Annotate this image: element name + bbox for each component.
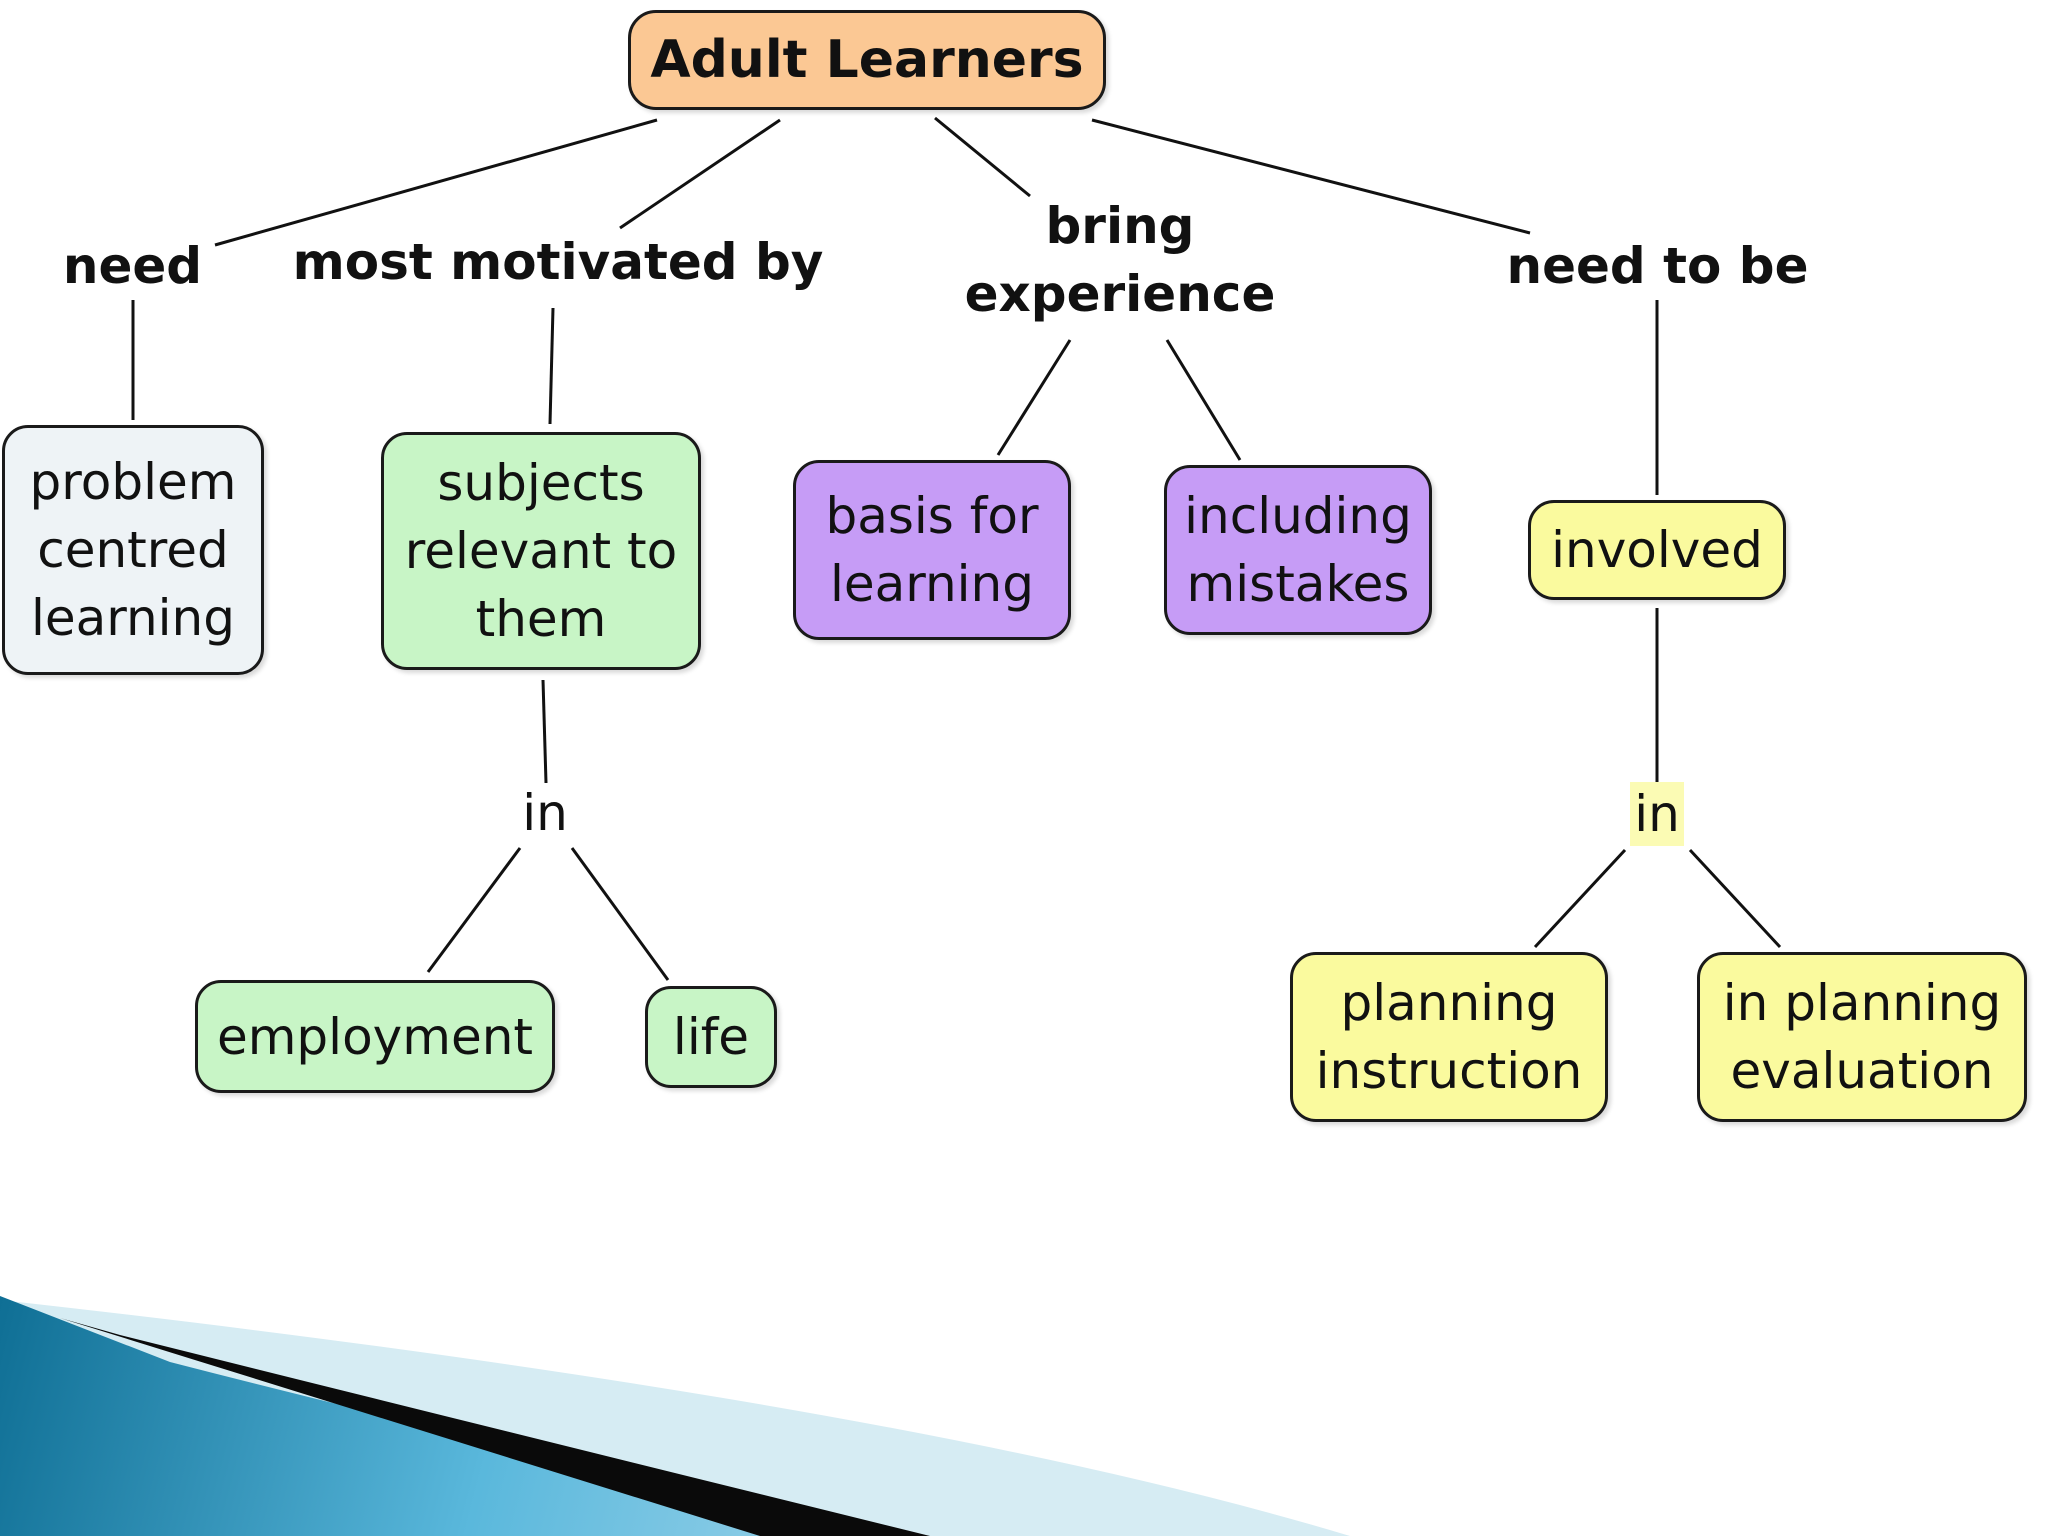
connector-root-experience [934,116,1031,198]
concept-in-planning-evaluation: in planning evaluation [1697,952,2027,1122]
connector-root-need [214,118,658,247]
concept-employment-label: employment [216,1007,534,1066]
connector-in-planning-instruction [1533,848,1627,949]
concept-problem-centred-learning: problem centred learning [2,425,264,675]
concept-subjects-relevant-label: subjects relevant to them [404,454,678,648]
connector-experience-mistakes [1165,339,1242,461]
concept-including-mistakes: including mistakes [1164,465,1432,635]
concept-life-label: life [672,1008,750,1066]
concept-involved-label: involved [1551,521,1763,579]
concept-basis-for-learning-label: basis for learning [825,487,1039,613]
link-label-need-to-be: need to be [1506,237,1809,295]
connector-in-planning-evaluation [1688,848,1782,949]
concept-problem-centred-learning-label: problem centred learning [29,453,237,647]
concept-involved: involved [1528,500,1786,600]
link-label-need: need [62,237,203,295]
concept-planning-instruction-label: planning instruction [1315,974,1583,1100]
connector-in-life [570,847,670,981]
link-label-most-motivated-by: most motivated by [292,233,824,291]
concept-subjects-relevant-to-them: subjects relevant to them [381,432,701,670]
root-node-adult-learners: Adult Learners [628,10,1106,110]
concept-in-planning-evaluation-label: in planning evaluation [1722,974,2002,1100]
connector-motivated-subjects [548,307,555,425]
link-label-in-involved: in [1630,782,1684,846]
connector-subjects-in [541,679,548,784]
connector-experience-basis [996,339,1072,456]
link-label-in-relevant: in [522,784,568,842]
concept-basis-for-learning: basis for learning [793,460,1071,640]
root-node-label: Adult Learners [650,30,1084,90]
concept-planning-instruction: planning instruction [1290,952,1608,1122]
concept-including-mistakes-label: including mistakes [1184,487,1412,613]
connector-root-motivated [619,118,781,230]
connector-root-need-to-be [1091,118,1531,235]
concept-employment: employment [195,980,555,1093]
connector-in-employment [426,847,522,973]
link-label-bring-experience: bring experience [964,197,1276,323]
concept-life: life [645,986,777,1088]
wave-blue-band [0,1296,930,1536]
